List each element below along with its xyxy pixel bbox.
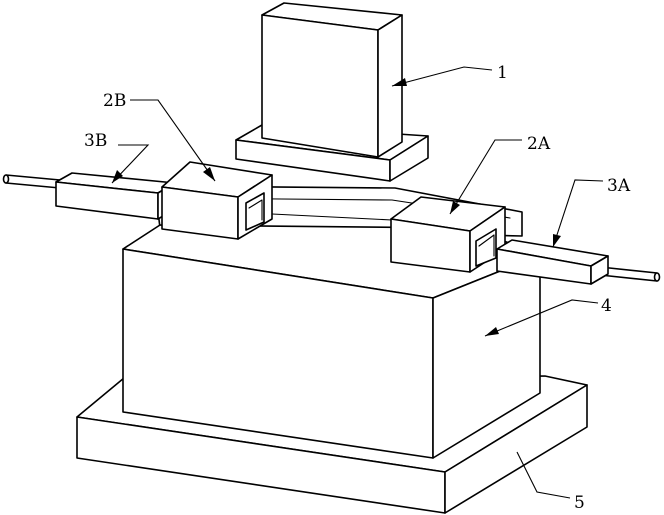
leader-1: [391, 66, 493, 87]
actuator-3a-end: [590, 255, 609, 285]
leader-4: [484, 299, 599, 337]
leader-4-arrow: [485, 327, 499, 336]
actuator-3b-rod: [5, 174, 61, 189]
leader-1-arrow: [392, 78, 407, 86]
actuator-3b: [2, 172, 176, 220]
base-plate-side: [444, 384, 588, 514]
slider-block-2b-window-inner: [248, 199, 263, 221]
upper-block-front: [261, 14, 379, 158]
label-part-1: 1: [497, 63, 508, 83]
actuator-3a-rod-end: [653, 272, 661, 282]
label-part-2b: 2B: [103, 91, 126, 111]
slider-block-2a-window-inner: [478, 234, 495, 257]
actuator-3b-rod-end: [2, 174, 10, 184]
leader-2b: [130, 99, 216, 182]
slider-block-2b-window: [245, 192, 265, 231]
leader-3b-arrow: [112, 170, 123, 183]
leader-5: [516, 451, 571, 499]
label-part-3a: 3A: [607, 176, 631, 196]
slider-block-2b: [161, 161, 273, 240]
leader-3a-arrow: [553, 234, 561, 247]
slider-block-2b-front: [161, 186, 239, 240]
leader-2b-arrow: [203, 167, 215, 181]
slider-block-2a: [390, 196, 506, 273]
label-part-5: 5: [574, 493, 585, 513]
leader-3a: [552, 179, 604, 248]
leader-3b: [111, 144, 150, 184]
upper-plate-side: [389, 135, 429, 182]
callout-labels: 1 2B 3B 2A 3A 4 5: [84, 63, 631, 513]
upper-block-side: [377, 14, 403, 158]
leader-2a-arrow: [450, 201, 460, 214]
slider-block-2a-window: [475, 228, 497, 267]
label-part-3b: 3B: [84, 131, 107, 151]
upper-block: [235, 2, 429, 182]
label-part-4: 4: [601, 296, 612, 316]
leader-2a: [449, 139, 522, 215]
callout-leaders: [111, 66, 604, 499]
label-part-2a: 2A: [527, 134, 551, 154]
back-rail-inner-edge: [271, 213, 393, 221]
actuator-3a: [496, 239, 661, 285]
